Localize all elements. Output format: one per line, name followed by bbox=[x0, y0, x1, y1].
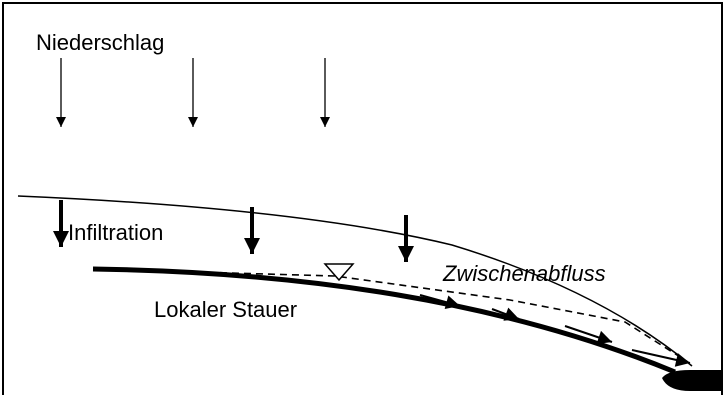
interflow-arrow bbox=[631, 349, 691, 367]
precipitation-label: Niederschlag bbox=[36, 30, 164, 55]
ground-surface-line bbox=[17, 195, 693, 367]
aquitard-label: Lokaler Stauer bbox=[154, 297, 297, 322]
infiltration-label: Infiltration bbox=[68, 220, 163, 245]
inverted-triangle-icon bbox=[323, 263, 355, 282]
perched-water-table-line bbox=[159, 270, 689, 363]
interflow-arrow bbox=[491, 307, 520, 321]
interflow-label: Zwischenabfluss bbox=[442, 261, 606, 286]
interflow-arrow bbox=[419, 294, 461, 310]
stream-channel-icon bbox=[662, 370, 722, 391]
aquitard-line bbox=[92, 266, 676, 375]
interflow-arrow bbox=[564, 325, 613, 345]
